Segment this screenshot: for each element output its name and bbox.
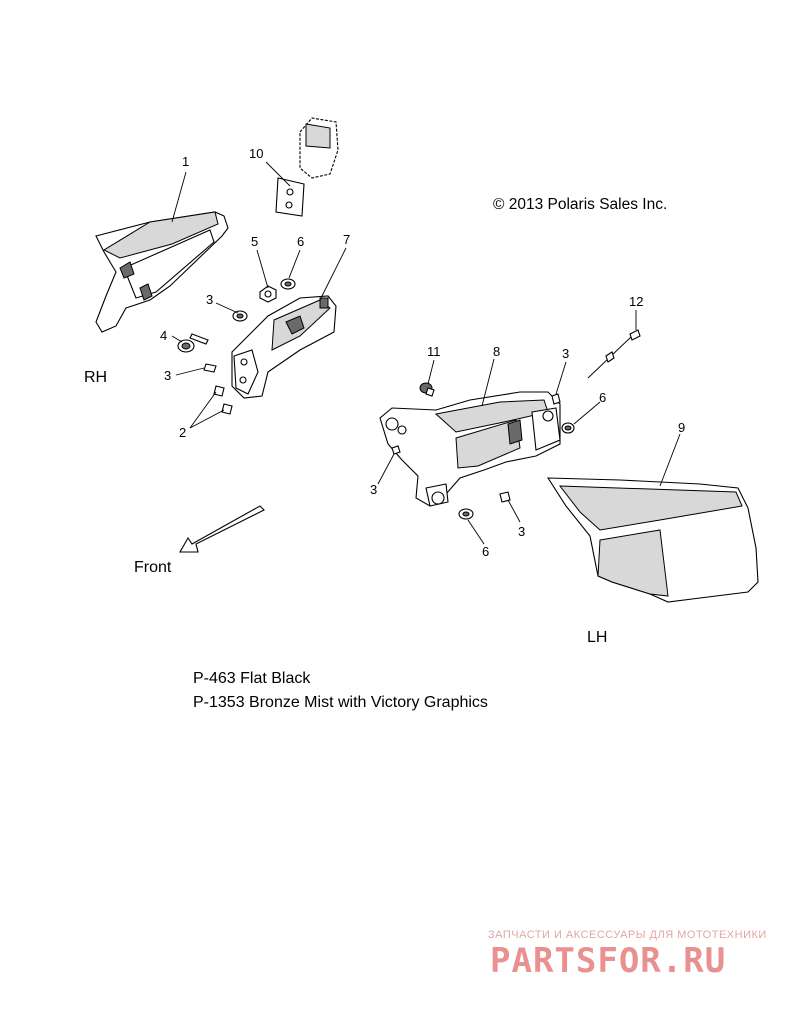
- part-3-screw-d: [499, 491, 511, 503]
- callout-3: 3: [562, 346, 569, 361]
- part-10-module: [275, 117, 339, 217]
- paint-note-1: P-463 Flat Black: [193, 670, 311, 687]
- part-9-lh-side-cover: [546, 477, 759, 603]
- part-3-grommet-a: [232, 310, 248, 322]
- callout-7: 7: [343, 232, 350, 247]
- callout-3: 3: [370, 482, 377, 497]
- callout-6: 6: [482, 544, 489, 559]
- callout-8: 8: [493, 344, 500, 359]
- callout-3: 3: [206, 292, 213, 307]
- part-8-lh-bracket: [379, 391, 561, 507]
- part-11-bolt: [419, 382, 435, 397]
- part-3-screw-a: [203, 363, 217, 373]
- callout-6: 6: [297, 234, 304, 249]
- part-6-grommet-c: [458, 508, 474, 520]
- callout-5: 5: [251, 234, 258, 249]
- part-5-nut: [259, 285, 277, 303]
- part-3-screw-c: [391, 445, 401, 455]
- part-6-grommet-b: [561, 422, 575, 434]
- front-label: Front: [134, 559, 172, 576]
- callout-3: 3: [518, 524, 525, 539]
- callout-6: 6: [599, 390, 606, 405]
- watermark-logo: PARTSFOR.RU: [490, 941, 726, 980]
- part-7-rh-bracket: [231, 295, 337, 399]
- part-1-rh-side-cover: [95, 211, 229, 333]
- leader-lines: [171, 161, 681, 545]
- side-label-lh: LH: [587, 629, 607, 646]
- part-6-grommet-a: [280, 278, 296, 290]
- callout-3: 3: [164, 368, 171, 383]
- callout-9: 9: [678, 420, 685, 435]
- part-12-cable-tie: [587, 329, 641, 379]
- paint-note-2: P-1353 Bronze Mist with Victory Graphics: [193, 694, 488, 711]
- callout-4: 4: [160, 328, 167, 343]
- part-2-pins: [213, 385, 233, 415]
- part-4-bolt: [177, 333, 209, 353]
- callout-11: 11: [427, 344, 441, 359]
- callout-2: 2: [179, 425, 186, 440]
- callout-12: 12: [629, 294, 643, 309]
- part-3-screw-b: [551, 393, 561, 405]
- watermark-tagline: ЗАПЧАСТИ И АКСЕССУАРЫ ДЛЯ МОТОТЕХНИКИ: [488, 929, 767, 941]
- callout-1: 1: [182, 154, 189, 169]
- watermark-logo-text: PARTSFOR.RU: [490, 941, 726, 980]
- callout-10: 10: [249, 146, 263, 161]
- front-arrow-icon: [179, 505, 265, 553]
- side-label-rh: RH: [84, 369, 107, 386]
- copyright-text: © 2013 Polaris Sales Inc.: [493, 196, 668, 213]
